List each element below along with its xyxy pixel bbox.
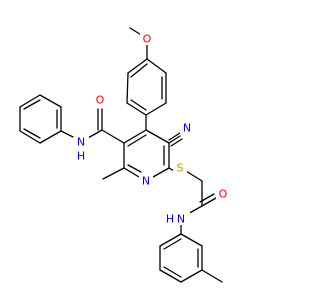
amide-nh-2: H N [164, 212, 190, 226]
thioether-sulfur: S [173, 162, 187, 175]
bond [127, 134, 147, 147]
bond [145, 102, 167, 116]
bond [159, 233, 182, 247]
atom-n: N [77, 136, 85, 149]
atom-o: O [143, 33, 152, 46]
bond [201, 269, 223, 283]
bond [39, 94, 62, 108]
bond [159, 269, 182, 283]
bond [127, 58, 148, 74]
bond [126, 102, 147, 116]
bond [23, 99, 41, 110]
methoxy-oxygen: O [140, 33, 154, 46]
bond [168, 132, 181, 141]
pyridine-nitrogen: N [139, 175, 153, 188]
bond [180, 233, 203, 247]
bond [145, 129, 170, 144]
bond [185, 170, 203, 182]
bond [123, 129, 147, 144]
atom-n: N [177, 213, 185, 226]
bond [163, 266, 182, 278]
bond [19, 130, 41, 144]
bond [130, 99, 147, 111]
bond [168, 135, 181, 144]
atom-o: O [219, 188, 228, 201]
bond [163, 238, 182, 250]
bond [102, 167, 125, 180]
bond [39, 130, 62, 144]
bond [170, 138, 183, 147]
bond [146, 58, 167, 74]
bond-layer [19, 27, 223, 283]
carbonyl-oxygen-1: O [93, 94, 107, 107]
amide-nh-1: N H [73, 136, 89, 163]
molecule-svg: O N O N H N S O H N [19, 27, 230, 283]
atom-n: N [142, 175, 150, 188]
bond [101, 129, 125, 144]
atom-s: S [177, 162, 184, 175]
bond [201, 197, 217, 207]
bond [180, 269, 203, 283]
bond [60, 130, 76, 139]
bond [130, 63, 148, 78]
bond [23, 128, 41, 139]
carbonyl-oxygen-2: O [216, 188, 230, 201]
atom-n: N [183, 122, 191, 135]
bond [87, 129, 103, 139]
atom-layer: O N O N H N S O H N [73, 33, 230, 226]
bond [123, 167, 140, 178]
molecule-diagram: O N O N H N S O H N [19, 27, 230, 283]
bond [127, 164, 142, 173]
bond [152, 167, 170, 178]
bond [126, 72, 129, 104]
atom-h: H [77, 150, 85, 163]
bond [19, 94, 41, 108]
cyano-nitrogen: N [180, 122, 194, 135]
atom-h: H [166, 213, 174, 226]
bond [199, 193, 215, 203]
atom-o: O [96, 94, 105, 107]
